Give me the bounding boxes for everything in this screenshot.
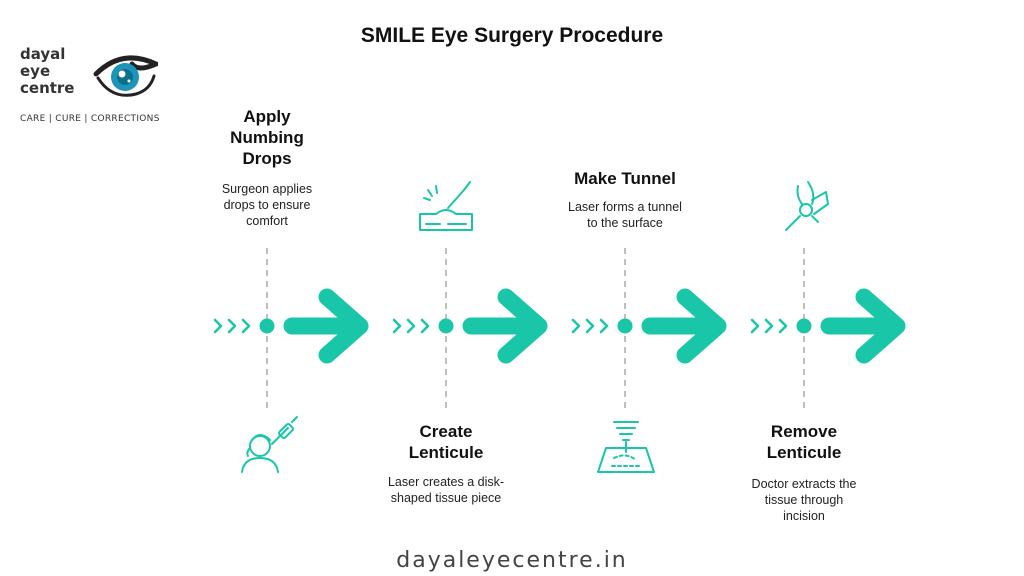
- step-4-description: Doctor extracts the tissue through incis…: [734, 476, 874, 524]
- step-1-title-line: Numbing: [230, 128, 304, 147]
- step-2-description: Laser creates a disk- shaped tissue piec…: [376, 474, 516, 506]
- step-4-graphics: [750, 181, 906, 408]
- step-2-graphics: [392, 181, 548, 408]
- step-3-description: Laser forms a tunnel to the surface: [555, 199, 695, 231]
- eye-logo-icon: [93, 55, 158, 97]
- step-1-node: [259, 318, 275, 334]
- step-4-title: Remove Lenticule: [734, 421, 874, 463]
- brand-logo: dayal eye centre CARE | CURE | CORRECTIO…: [20, 46, 170, 136]
- step-2-description-line: Laser creates a disk-: [387, 475, 505, 489]
- step-1-title-line: Apply: [243, 107, 291, 126]
- step-3-node: [617, 318, 633, 334]
- step-1-description-line: drops to ensure: [223, 198, 311, 212]
- step-2-arrow-icon: [462, 288, 548, 364]
- step-1-title: Apply Numbing Drops: [197, 106, 337, 169]
- step-3-arrow-icon: [641, 288, 727, 364]
- brand-name: dayal eye centre: [20, 46, 90, 97]
- step-2-description-line: shaped tissue piece: [390, 491, 502, 505]
- extraction-tool-icon: [785, 181, 829, 231]
- step-4-node: [796, 318, 812, 334]
- step-4-arrow-icon: [820, 288, 906, 364]
- step-1-arrow-icon: [283, 288, 369, 364]
- step-1-description-line: Surgeon applies: [221, 182, 313, 196]
- step-3-title-line: Make Tunnel: [574, 169, 676, 188]
- step-3-description-line: to the surface: [587, 216, 663, 230]
- step-4-description-line: incision: [783, 509, 825, 523]
- step-4-title-line: Remove: [770, 422, 838, 441]
- page-title: SMILE Eye Surgery Procedure: [360, 24, 664, 47]
- step-3-chevrons-icon: [571, 318, 609, 334]
- brand-name-line-3: centre: [20, 79, 75, 97]
- step-4-description-line: Doctor extracts the: [751, 477, 857, 491]
- step-3-title: Make Tunnel: [555, 168, 695, 189]
- step-1-graphics: [213, 248, 369, 473]
- step-2-title-line: Lenticule: [408, 443, 484, 462]
- step-3-graphics: [571, 248, 727, 473]
- step-4-title-line: Lenticule: [766, 443, 842, 462]
- step-2-node: [438, 318, 454, 334]
- step-1-description-line: comfort: [246, 214, 288, 228]
- doctor-eye-drop-icon: [241, 416, 298, 473]
- brand-name-line-1: dayal: [20, 45, 66, 63]
- laser-beam-icon: [597, 421, 655, 473]
- step-2-title-line: Create: [419, 422, 473, 441]
- brand-tagline: CARE | CURE | CORRECTIONS: [20, 114, 160, 124]
- step-1-title-line: Drops: [242, 149, 292, 168]
- website-url: dayaleyecentre.in: [396, 548, 628, 573]
- brand-name-line-2: eye: [20, 62, 51, 80]
- step-4-description-line: tissue through: [764, 493, 844, 507]
- step-1-description: Surgeon applies drops to ensure comfort: [197, 181, 337, 229]
- scalpel-tissue-icon: [419, 181, 473, 231]
- step-4-chevrons-icon: [750, 318, 788, 334]
- step-3-description-line: Laser forms a tunnel: [568, 200, 682, 214]
- step-2-chevrons-icon: [392, 318, 430, 334]
- step-2-title: Create Lenticule: [376, 421, 516, 463]
- step-1-chevrons-icon: [213, 318, 251, 334]
